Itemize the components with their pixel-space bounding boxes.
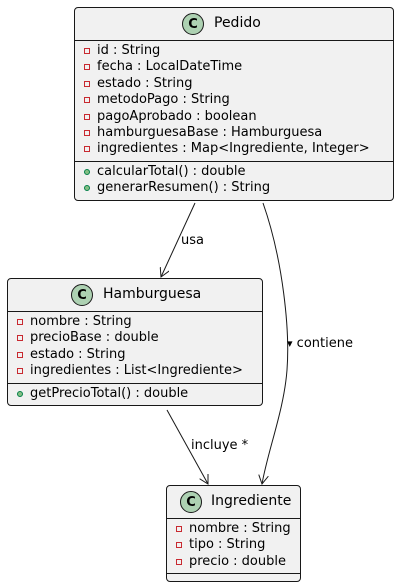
attribute: estado : String bbox=[75, 76, 393, 92]
edge-label-contiene-text: contiene bbox=[296, 336, 353, 351]
private-visibility-icon bbox=[176, 526, 182, 532]
class-ingrediente-header: C Ingrediente bbox=[167, 486, 300, 518]
class-stereotype-icon: C bbox=[180, 491, 202, 513]
direction-arrow-icon: ▾ bbox=[287, 337, 293, 350]
attribute: tipo : String bbox=[167, 537, 300, 553]
private-visibility-icon bbox=[84, 129, 90, 136]
class-ingrediente-methods bbox=[167, 573, 300, 582]
class-stereotype-icon: C bbox=[182, 13, 204, 35]
method: getPrecioTotal() : double bbox=[8, 386, 262, 402]
class-pedido-header: C Pedido bbox=[75, 8, 393, 40]
attribute: hamburguesaBase : Hamburguesa bbox=[75, 125, 393, 141]
class-pedido[interactable]: C Pedido id : String fecha : LocalDateTi… bbox=[74, 7, 394, 201]
class-hamburguesa-methods: getPrecioTotal() : double bbox=[8, 382, 262, 405]
private-visibility-icon bbox=[84, 64, 90, 71]
attribute: ingredientes : List<Ingrediente> bbox=[8, 363, 262, 379]
private-visibility-icon bbox=[17, 368, 23, 375]
method: calcularTotal() : double bbox=[75, 164, 393, 180]
class-pedido-methods: calcularTotal() : double generarResumen(… bbox=[75, 160, 393, 200]
public-visibility-icon bbox=[84, 185, 90, 192]
private-visibility-icon bbox=[176, 542, 182, 549]
attribute: metodoPago : String bbox=[75, 92, 393, 108]
attribute: ingredientes : Map<Ingrediente, Integer> bbox=[75, 141, 393, 157]
edge-label-contiene: ▾ contiene bbox=[287, 336, 353, 351]
class-pedido-name: Pedido bbox=[214, 15, 261, 31]
private-visibility-icon bbox=[84, 97, 90, 104]
attribute: fecha : LocalDateTime bbox=[75, 59, 393, 75]
attribute: precio : double bbox=[167, 554, 300, 570]
attribute: nombre : String bbox=[167, 521, 300, 537]
class-pedido-attributes: id : String fecha : LocalDateTime estado… bbox=[75, 40, 393, 161]
attribute: precioBase : double bbox=[8, 330, 262, 346]
private-visibility-icon bbox=[17, 335, 23, 342]
private-visibility-icon bbox=[84, 146, 90, 153]
public-visibility-icon bbox=[84, 168, 90, 175]
public-visibility-icon bbox=[17, 390, 23, 397]
private-visibility-icon bbox=[84, 48, 90, 54]
edge-pedido-hamburguesa bbox=[161, 202, 196, 277]
class-hamburguesa-header: C Hamburguesa bbox=[8, 279, 262, 311]
class-hamburguesa-attributes: nombre : String precioBase : double esta… bbox=[8, 311, 262, 383]
edge-label-usa: usa bbox=[181, 233, 204, 248]
method: generarResumen() : String bbox=[75, 180, 393, 196]
edge-pedido-ingrediente bbox=[262, 202, 289, 484]
class-ingrediente-name: Ingrediente bbox=[211, 493, 292, 509]
class-hamburguesa-name: Hamburguesa bbox=[103, 286, 202, 302]
private-visibility-icon bbox=[17, 319, 23, 325]
attribute: nombre : String bbox=[8, 314, 262, 330]
attribute: id : String bbox=[75, 43, 393, 59]
edge-hamburguesa-ingrediente bbox=[166, 409, 208, 484]
private-visibility-icon bbox=[84, 80, 90, 87]
class-hamburguesa[interactable]: C Hamburguesa nombre : String precioBase… bbox=[7, 278, 263, 406]
private-visibility-icon bbox=[17, 351, 23, 358]
class-ingrediente-attributes: nombre : String tipo : String precio : d… bbox=[167, 518, 300, 573]
class-ingrediente[interactable]: C Ingrediente nombre : String tipo : Str… bbox=[166, 485, 301, 582]
attribute: estado : String bbox=[8, 347, 262, 363]
edge-label-incluye: incluye * bbox=[191, 438, 249, 453]
attribute: pagoAprobado : boolean bbox=[75, 109, 393, 125]
private-visibility-icon bbox=[176, 558, 182, 565]
class-stereotype-icon: C bbox=[71, 284, 93, 306]
private-visibility-icon bbox=[84, 113, 90, 120]
